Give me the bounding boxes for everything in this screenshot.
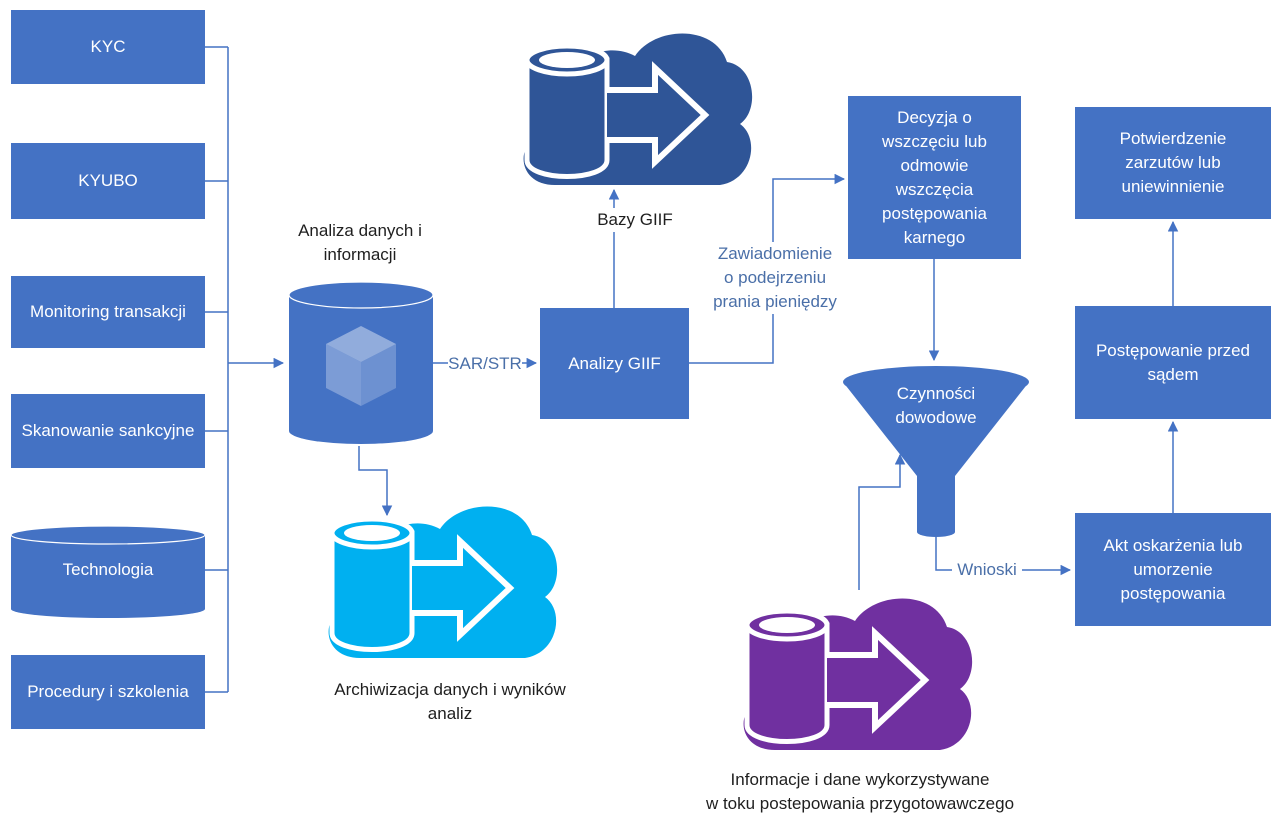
giif-database-icon — [524, 33, 753, 185]
notification-label: Zawiadomienie o podejrzeniu prania pieni… — [696, 242, 854, 314]
kyc-box: KYC — [11, 10, 205, 84]
technology-label: Technologia — [62, 560, 154, 579]
notification-line3: prania pieniędzy — [713, 292, 837, 311]
archive-database-icon — [329, 506, 558, 658]
kyubo-label: KYUBO — [78, 171, 138, 190]
archive-label-line2: analiz — [427, 704, 473, 723]
decision-line5: postępowania — [882, 203, 987, 223]
kyubo-box: KYUBO — [11, 143, 205, 219]
giif-db-label: Bazy GIIF — [580, 208, 690, 232]
analysis-title-line1: Analiza danych i — [298, 221, 422, 240]
sanctions-box: Skanowanie sankcyjne — [11, 394, 205, 468]
indictment-line3: postępowania — [1120, 583, 1226, 603]
decision-line4: wszczęcia — [895, 179, 974, 199]
decision-line1: Decyzja o — [897, 107, 972, 127]
decision-line6: karnego — [903, 227, 966, 247]
court-line1: Postępowanie przed — [1095, 340, 1251, 360]
indictment-box: Akt oskarżenia lub umorzenie postępowani… — [1075, 513, 1271, 626]
analysis-title-line2: informacji — [323, 245, 397, 264]
archive-label-line1: Archiwizacja danych i wyników — [334, 680, 566, 699]
notification-line2: o podejrzeniu — [723, 268, 827, 287]
funnel-line1: Czynności — [896, 384, 976, 403]
decision-line3: odmowie — [900, 155, 969, 175]
court-text: Postępowanie przed sądem — [1096, 339, 1250, 387]
decision-line2: wszczęciu lub — [882, 131, 987, 151]
indictment-text: Akt oskarżenia lub umorzenie postępowani… — [1104, 534, 1243, 606]
monitoring-label: Monitoring transakcji — [30, 302, 186, 321]
giif-analysis-label: Analizy GIIF — [568, 353, 661, 373]
verdict-line2: zarzutów lub — [1125, 153, 1221, 172]
indictment-line1: Akt oskarżenia lub — [1103, 535, 1243, 555]
court-box: Postępowanie przed sądem — [1075, 306, 1271, 419]
sar-label: SAR/STR — [448, 352, 522, 376]
monitoring-box: Monitoring transakcji — [11, 276, 205, 348]
funnel-label: Czynności dowodowe — [856, 382, 1016, 430]
verdict-box: Potwierdzenie zarzutów lub uniewinnienie — [1075, 107, 1271, 219]
info-line2: w toku postepowania przygotowawczego — [705, 794, 1015, 813]
verdict-text: Potwierdzenie zarzutów lub uniewinnienie — [1120, 127, 1227, 199]
notification-line1: Zawiadomienie — [717, 244, 833, 263]
procedures-label: Procedury i szkolenia — [27, 682, 189, 701]
source-bus — [205, 46, 285, 693]
procedures-box: Procedury i szkolenia — [11, 655, 205, 729]
sanctions-label: Skanowanie sankcyjne — [21, 421, 195, 440]
cube-icon — [326, 326, 396, 406]
technology-db — [10, 525, 206, 618]
analysis-title: Analiza danych i informacji — [270, 219, 450, 267]
kyc-label: KYC — [90, 37, 126, 56]
decision-text: Decyzja o wszczęciu lub odmowie wszczęci… — [882, 106, 987, 250]
investigation-database-icon — [744, 598, 973, 750]
funnel-shape — [843, 366, 1029, 537]
analysis-db — [288, 281, 434, 444]
info-label: Informacje i dane wykorzystywane w toku … — [660, 768, 1060, 816]
funnel-line2: dowodowe — [895, 408, 977, 427]
verdict-line3: uniewinnienie — [1121, 177, 1225, 196]
giif-analysis-box: Analizy GIIF — [540, 308, 689, 419]
court-line2: sądem — [1147, 364, 1199, 384]
info-line1: Informacje i dane wykorzystywane — [730, 770, 990, 789]
conclusions-label: Wnioski — [952, 558, 1022, 582]
archive-label: Archiwizacja danych i wyników analiz — [290, 678, 610, 726]
verdict-line1: Potwierdzenie — [1119, 129, 1227, 148]
decision-box: Decyzja o wszczęciu lub odmowie wszczęci… — [848, 96, 1021, 259]
indictment-line2: umorzenie — [1133, 559, 1213, 579]
